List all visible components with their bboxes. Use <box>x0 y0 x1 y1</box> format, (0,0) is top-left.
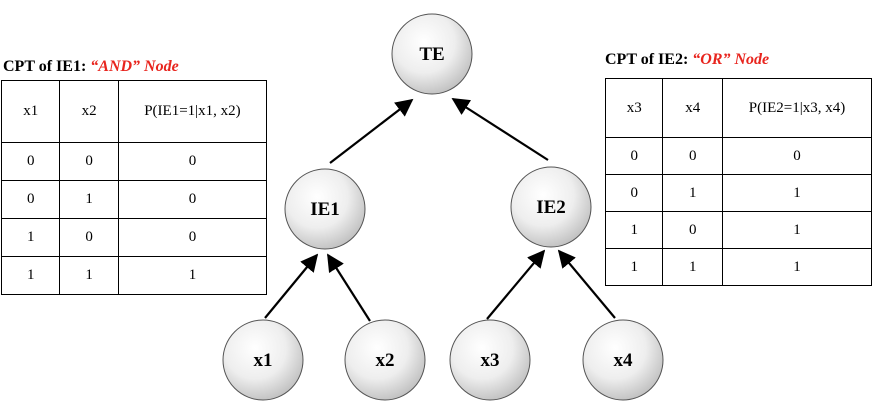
table-header-cell: x3 <box>604 78 664 138</box>
table-row: 1 1 1 <box>604 248 873 286</box>
cpt1-title-kind: “AND” Node <box>90 58 179 75</box>
table-cell: 1 <box>59 256 119 295</box>
table-cell: 1 <box>0 218 61 257</box>
table-row: 1 0 1 <box>604 211 873 249</box>
node-te: TE <box>391 13 473 95</box>
node-x2-label: x2 <box>376 350 395 371</box>
table-header-row: x1 x2 P(IE1=1|x1, x2) <box>0 80 268 143</box>
edge-x2-to-ie1 <box>327 253 371 322</box>
node-ie1: IE1 <box>284 168 366 250</box>
node-te-label: TE <box>419 44 444 65</box>
cpt2-table: x3 x4 P(IE2=1|x3, x4) 0 0 0 0 1 1 1 0 1 … <box>604 78 873 286</box>
cpt1-title: CPT of IE1: “AND” Node <box>3 58 179 76</box>
table-cell: 1 <box>604 211 664 249</box>
table-cell: 1 <box>721 211 873 249</box>
table-cell: 0 <box>662 211 723 249</box>
table-header-cell: P(IE1=1|x1, x2) <box>117 80 268 143</box>
edge-x1-to-ie1 <box>264 253 319 319</box>
table-cell: 1 <box>662 248 723 286</box>
node-ie2-label: IE2 <box>536 197 566 218</box>
node-x4-label: x4 <box>614 350 634 371</box>
node-x3-label: x3 <box>481 350 500 371</box>
table-cell: 1 <box>721 174 873 212</box>
table-cell: 1 <box>662 174 723 212</box>
table-cell: 1 <box>117 256 268 295</box>
table-cell: 1 <box>721 248 873 286</box>
node-x1-label: x1 <box>254 350 273 371</box>
table-header-cell: P(IE2=1|x3, x4) <box>721 78 873 138</box>
cpt1-table: x1 x2 P(IE1=1|x1, x2) 0 0 0 0 1 0 1 0 0 … <box>0 80 268 295</box>
cpt2-title-prefix: CPT of IE2: <box>605 51 693 68</box>
edge-ie1-to-te <box>329 98 414 164</box>
table-cell: 0 <box>59 218 119 257</box>
node-x4: x4 <box>582 319 664 401</box>
edge-x3-to-ie2 <box>486 249 546 320</box>
table-cell: 0 <box>117 142 268 181</box>
node-ie1-label: IE1 <box>310 199 340 220</box>
table-cell: 0 <box>604 137 664 175</box>
table-cell: 0 <box>117 180 268 219</box>
cpt2-title-kind: “OR” Node <box>692 51 770 68</box>
table-header-row: x3 x4 P(IE2=1|x3, x4) <box>604 78 873 138</box>
node-x3: x3 <box>449 319 531 401</box>
table-row: 0 1 1 <box>604 174 873 212</box>
table-row: 1 0 0 <box>0 218 268 257</box>
table-cell: 0 <box>0 180 61 219</box>
table-row: 1 1 1 <box>0 256 268 295</box>
node-x1: x1 <box>222 319 304 401</box>
table-cell: 0 <box>59 142 119 181</box>
cpt2-title: CPT of IE2: “OR” Node <box>605 51 769 69</box>
table-cell: 1 <box>604 248 664 286</box>
table-header-cell: x1 <box>0 80 61 143</box>
cpt1-title-prefix: CPT of IE1: <box>3 58 91 75</box>
node-x2: x2 <box>344 319 426 401</box>
edge-ie2-to-te <box>451 98 549 161</box>
table-row: 0 0 0 <box>0 142 268 181</box>
node-ie2: IE2 <box>510 166 592 248</box>
edge-x4-to-ie2 <box>557 249 616 319</box>
